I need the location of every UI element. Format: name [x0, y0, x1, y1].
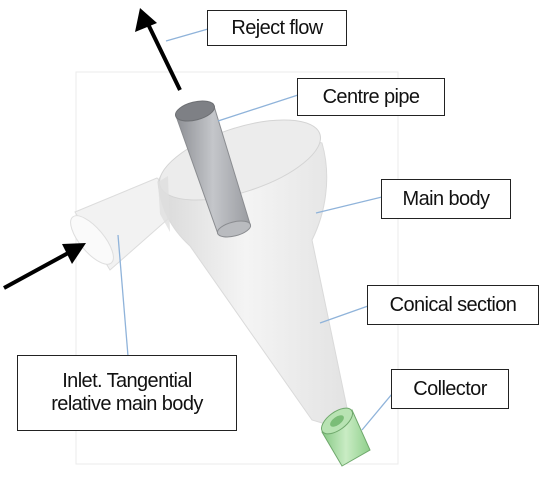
label-centre-pipe-text: Centre pipe	[323, 86, 420, 109]
label-conical-section-text: Conical section	[390, 294, 517, 317]
label-reject-flow-text: Reject flow	[231, 17, 322, 40]
label-inlet-text-line1: Inlet. Tangential	[62, 370, 192, 393]
label-main-body: Main body	[381, 179, 511, 219]
label-main-body-text: Main body	[403, 188, 490, 211]
inlet-flow-arrow	[4, 243, 86, 288]
leader-centre-pipe	[218, 95, 298, 121]
leader-reject-flow	[166, 29, 208, 41]
label-inlet: Inlet. Tangential relative main body	[17, 355, 237, 431]
reject-flow-arrow	[135, 8, 180, 90]
label-collector-text: Collector	[413, 378, 487, 401]
label-reject-flow: Reject flow	[207, 10, 347, 46]
label-collector: Collector	[391, 369, 509, 409]
leader-collector	[362, 394, 392, 430]
label-centre-pipe: Centre pipe	[297, 78, 445, 116]
leader-main-body	[316, 197, 382, 213]
label-inlet-text-line2: relative main body	[51, 393, 203, 416]
label-conical-section: Conical section	[367, 285, 539, 325]
